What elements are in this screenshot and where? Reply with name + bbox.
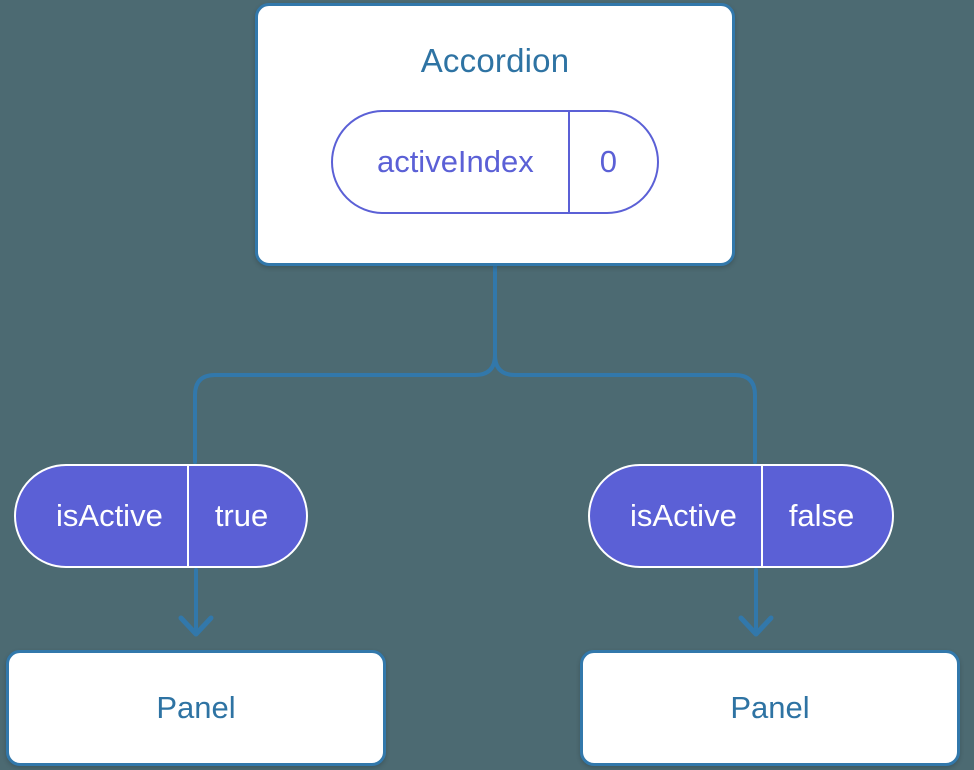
panel-label-right: Panel — [730, 690, 810, 725]
state-value: 0 — [599, 144, 618, 179]
prop-value-left: true — [214, 498, 269, 533]
prop-key-left: isActive — [56, 498, 163, 533]
panel-card-right: Panel — [580, 650, 960, 766]
pill-divider — [760, 466, 763, 566]
connector-trunk-left — [193, 264, 497, 464]
pill-divider — [186, 466, 189, 566]
prop-pill-right: isActive false — [588, 464, 895, 568]
pill-divider — [567, 112, 570, 212]
connector-trunk-right — [493, 264, 757, 464]
prop-pill-left: isActive true — [14, 464, 309, 568]
panel-card-left: Panel — [6, 650, 386, 766]
prop-key-right: isActive — [630, 498, 737, 533]
state-key: activeIndex — [376, 144, 534, 179]
arrow-down-right — [738, 568, 774, 637]
panel-label-left: Panel — [156, 690, 236, 725]
accordion-state-pill: activeIndex 0 — [330, 110, 660, 214]
arrow-down-left — [178, 568, 214, 637]
accordion-title: Accordion — [420, 42, 570, 79]
accordion-card: Accordion activeIndex 0 — [255, 3, 735, 266]
prop-value-right: false — [788, 498, 855, 533]
